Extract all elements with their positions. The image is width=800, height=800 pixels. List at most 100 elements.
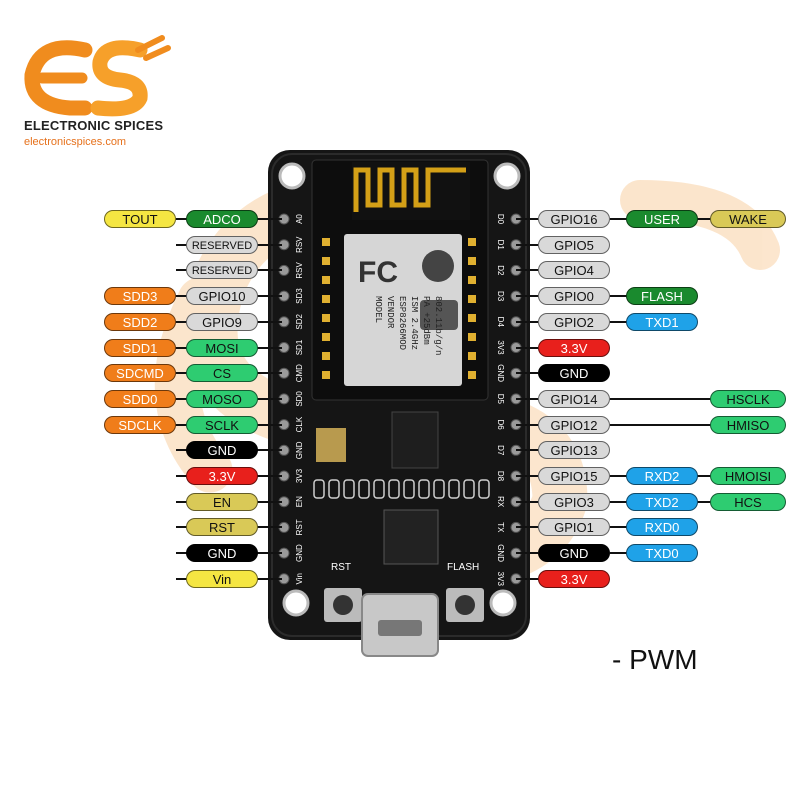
module-text-line: MODEL: [373, 296, 383, 323]
module-pad: [322, 352, 330, 360]
pin-label-mosi: MOSI: [186, 338, 258, 357]
rst-button-label: RST: [331, 562, 351, 573]
pin-wire: [516, 346, 538, 349]
pin-label-hmoisi: HMOISI: [710, 467, 786, 485]
pin-silkscreen-gnd: GND: [295, 544, 304, 562]
smd-pad: [388, 479, 400, 499]
pin-label-sdd1: SDD1: [104, 338, 176, 357]
module-pad: [468, 257, 476, 265]
pin-label-vin: Vin: [186, 569, 258, 588]
smd-pad: [478, 479, 490, 499]
pin-label-txd0: TXD0: [626, 544, 698, 563]
pin-silkscreen-d1: D1: [496, 240, 505, 251]
smd-pad: [328, 479, 340, 499]
smd-pad: [463, 479, 475, 499]
pin-label-sdd0: SDD0: [104, 389, 176, 408]
pin-label-gpio2: GPIO2: [538, 312, 610, 331]
module-pad: [468, 333, 476, 341]
smd-pad: [373, 479, 385, 499]
pin-label-txd1: TXD1: [626, 312, 698, 331]
pin-label-sdcmd: SDCMD: [104, 364, 176, 383]
pin-wire: [516, 577, 538, 580]
brand-logo: [24, 35, 171, 117]
header-pins: [278, 213, 522, 585]
pin-wire: [516, 449, 538, 452]
pin-silkscreen-3v3: 3V3: [496, 340, 505, 355]
pin-silkscreen-gnd: GND: [295, 441, 304, 459]
pin-label-hsclk: HSCLK: [710, 389, 786, 408]
pin-silkscreen-d4: D4: [496, 317, 505, 328]
pin-wire: [610, 526, 630, 529]
voltage-regulator: [391, 411, 439, 469]
pin-label-tout: TOUT: [104, 210, 176, 228]
module-pad: [468, 352, 476, 360]
pin-wire: [516, 475, 538, 477]
pin-silkscreen-sd2: SD2: [295, 313, 304, 329]
pin-wire: [516, 269, 538, 272]
smd-pad: [358, 479, 370, 499]
module-text-line: ISM 2.4GHz: [409, 296, 419, 350]
pin-label-gnd: GND: [186, 441, 258, 460]
module-text-line: 802.11b/g/n: [433, 296, 443, 355]
pin-wire: [516, 552, 538, 555]
module-pad: [322, 257, 330, 265]
module-text-line: PA +25dBm: [421, 296, 431, 345]
pin-label-cs: CS: [186, 364, 258, 383]
module-pad: [468, 295, 476, 303]
pin-wire: [516, 243, 538, 246]
brand-url: electronicspices.com: [24, 136, 127, 148]
pin-label-gnd: GND: [186, 544, 258, 563]
smd-pad: [343, 479, 355, 499]
pin-wire: [516, 295, 538, 298]
pin-label-gpio15: GPIO15: [538, 467, 610, 485]
pin-label-hcs: HCS: [710, 492, 786, 511]
pin-silkscreen-gnd: GND: [496, 544, 505, 562]
pin-label-gpio10: GPIO10: [186, 287, 258, 306]
brand-name: ELECTRONIC SPICES: [24, 118, 164, 133]
pin-label-flash: FLASH: [626, 287, 698, 306]
pin-wire: [516, 423, 538, 426]
pin-silkscreen-3v3: 3V3: [496, 572, 505, 587]
pin-silkscreen-d7: D7: [496, 445, 505, 456]
svg-text:FC: FC: [358, 256, 398, 289]
pin-silkscreen-sd0: SD0: [295, 391, 304, 407]
mounting-holes: [278, 162, 521, 617]
pin-wire: [516, 526, 538, 529]
module-pad: [322, 276, 330, 284]
pin-label-3-3v: 3.3V: [538, 569, 610, 588]
pin-label-gpio3: GPIO3: [538, 492, 610, 511]
smd-pad: [403, 479, 415, 499]
pin-silkscreen-clk: CLK: [295, 416, 304, 432]
module-pad: [468, 371, 476, 379]
pin-silkscreen-a0: A0: [295, 214, 304, 224]
esp8266-module: FC: [311, 159, 489, 401]
pin-label-wake: WAKE: [710, 210, 786, 228]
pin-wire: [610, 320, 630, 323]
pin-label-gnd: GND: [538, 544, 610, 563]
pin-silkscreen-sd1: SD1: [295, 339, 304, 355]
pin-label-sclk: SCLK: [186, 415, 258, 434]
pin-silkscreen-tx: TX: [496, 522, 505, 533]
pin-label-3-3v: 3.3V: [538, 338, 610, 357]
pin-wire: [516, 320, 538, 323]
pin-silkscreen-d6: D6: [496, 419, 505, 430]
pin-label-sdd2: SDD2: [104, 312, 176, 331]
pin-wire: [516, 500, 538, 503]
pin-wire: [610, 552, 630, 555]
pin-label-gpio9: GPIO9: [186, 312, 258, 331]
pin-silkscreen-rx: RX: [496, 496, 505, 508]
pin-label-gpio12: GPIO12: [538, 415, 610, 434]
pin-label-gpio5: GPIO5: [538, 235, 610, 254]
smd-pad: [448, 479, 460, 499]
pin-silkscreen-vin: Vin: [295, 573, 304, 584]
pin-silkscreen-gnd: GND: [496, 364, 505, 382]
pin-silkscreen-rsv: RSV: [295, 236, 304, 253]
pin-silkscreen-d2: D2: [496, 265, 505, 276]
pin-silkscreen-3v3: 3V3: [295, 468, 304, 483]
tantalum-capacitor: [316, 428, 346, 462]
pin-label-reserved: RESERVED: [186, 235, 258, 254]
pin-wire: [610, 423, 714, 426]
